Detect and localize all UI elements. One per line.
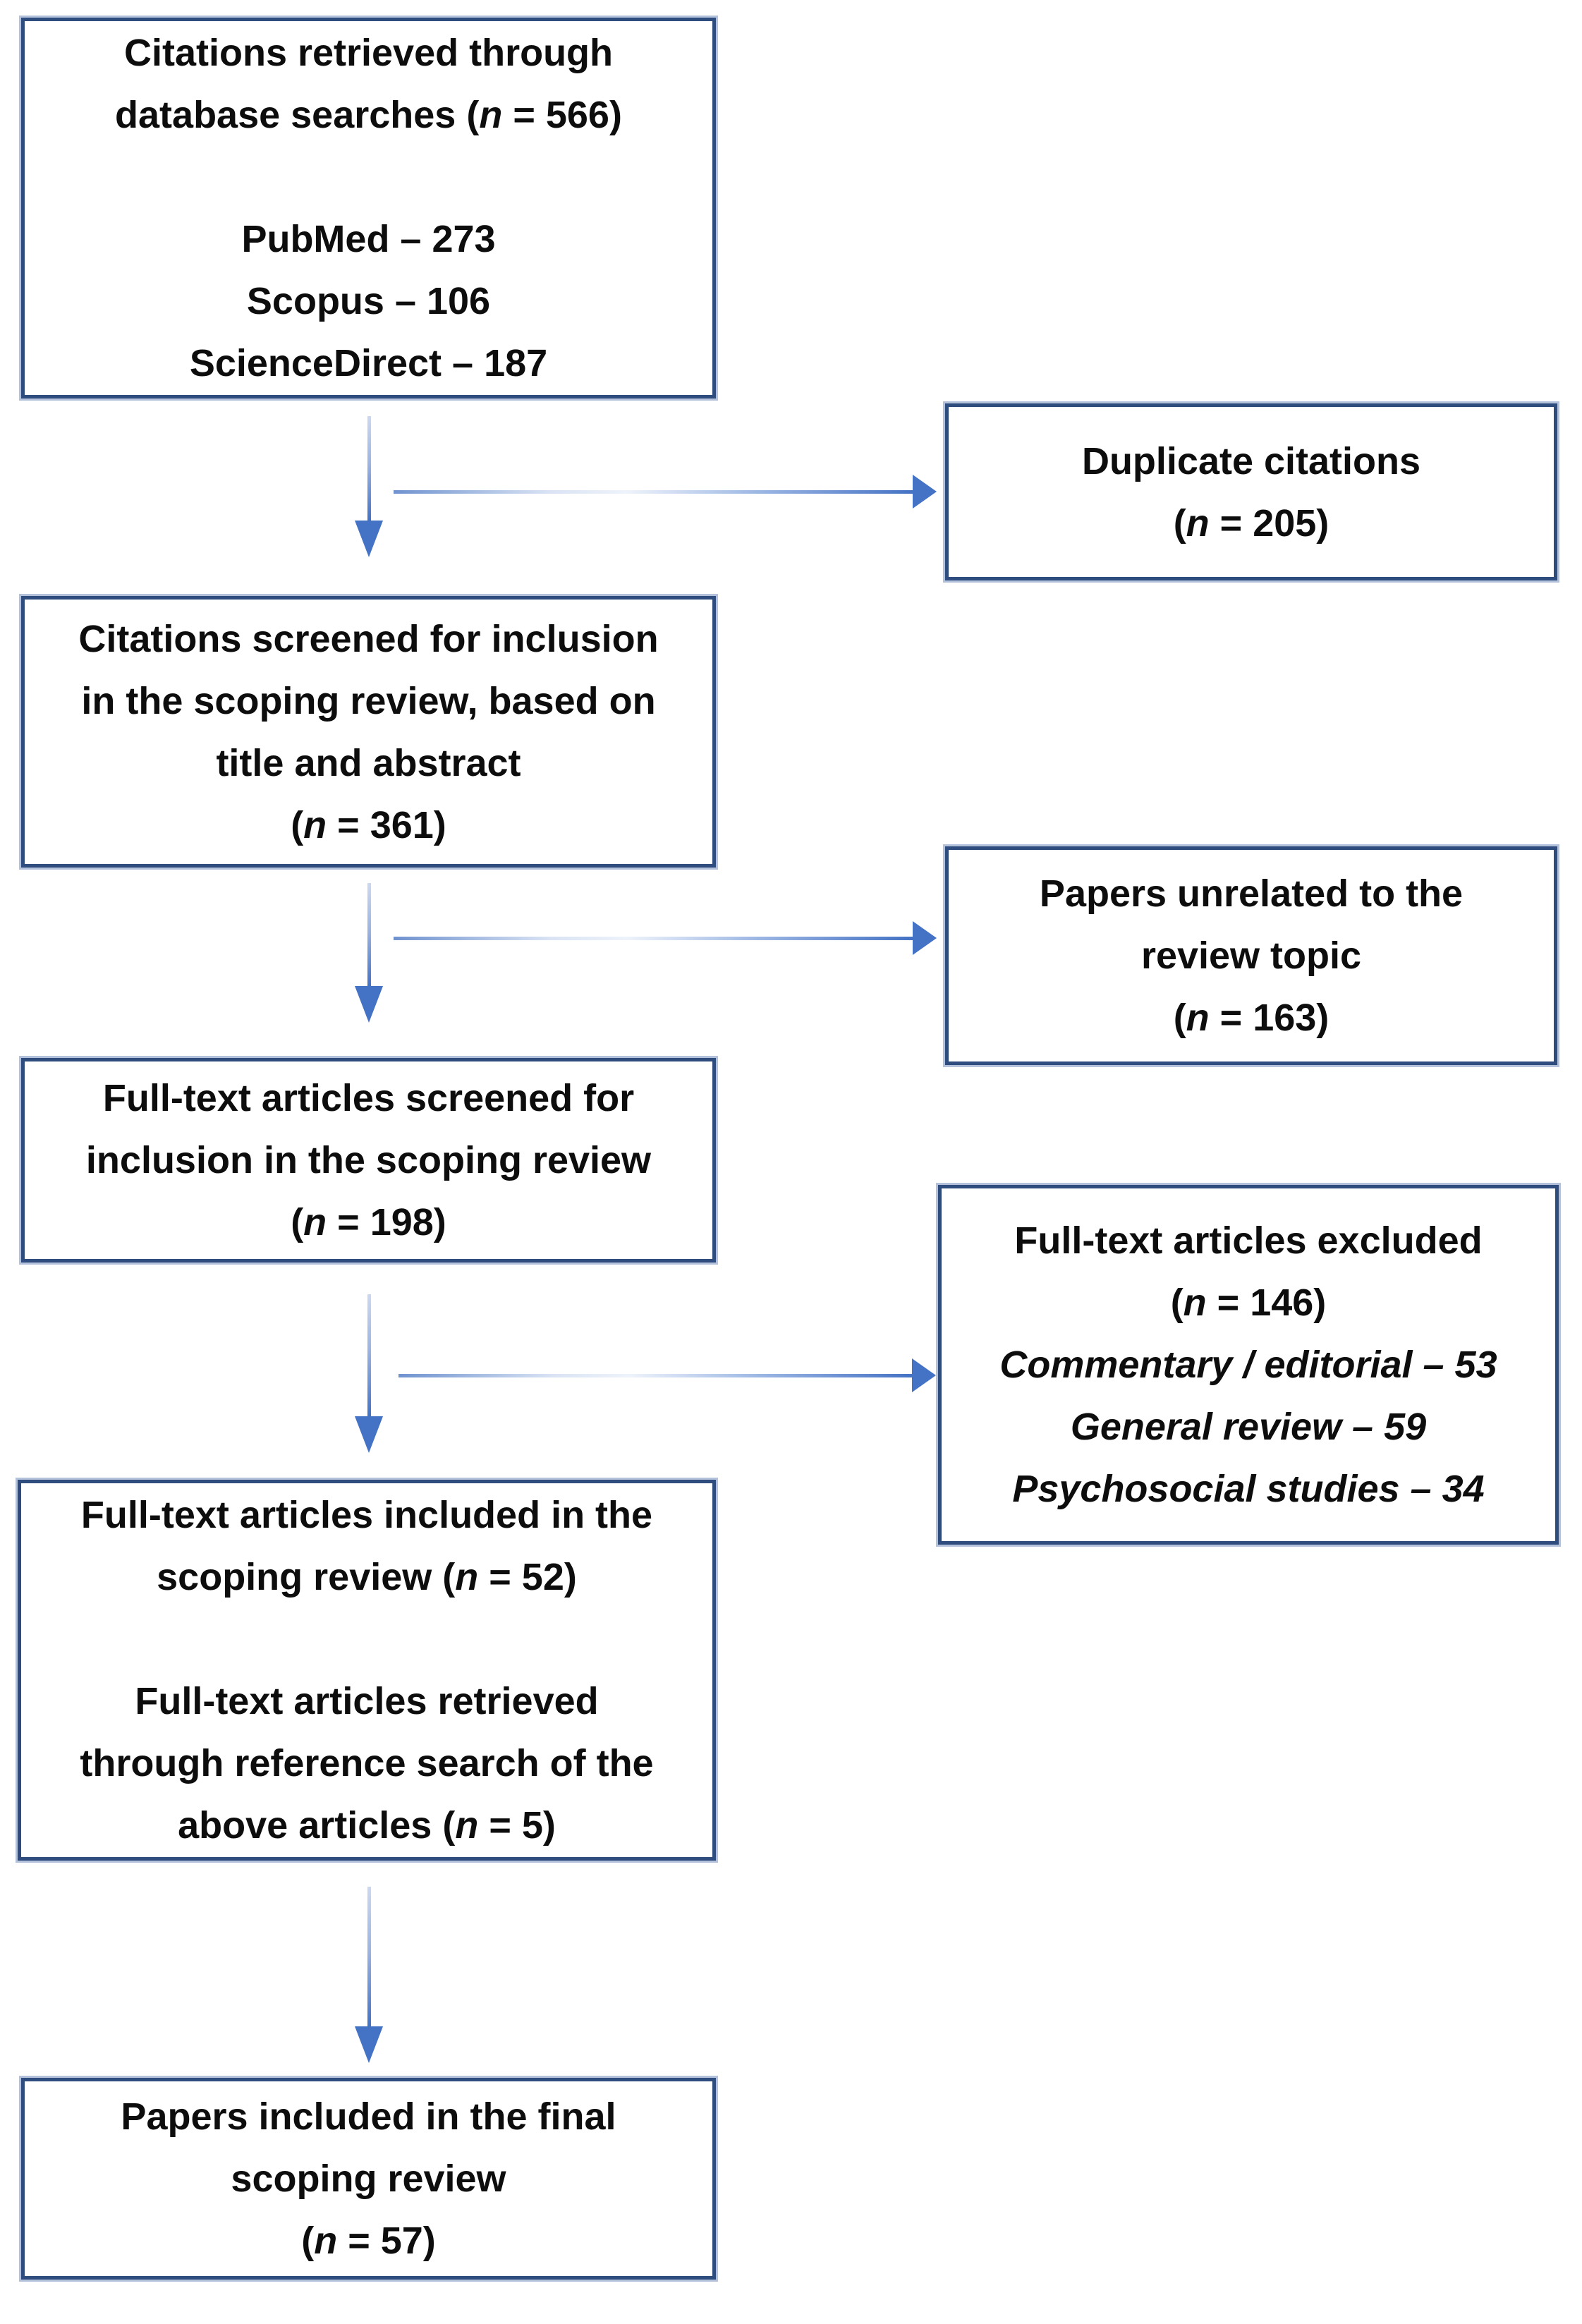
box-text-line: General review – 59 [1070, 1406, 1427, 1448]
box-text-line: in the scoping review, based on [81, 679, 656, 722]
box-text-line: scoping review (n = 52) [157, 1556, 577, 1598]
arrow-down-retrieved-to-screened [355, 416, 383, 557]
arrow-head-down-icon [355, 1416, 383, 1453]
arrow-right-to-excluded [398, 1358, 936, 1392]
box-fulltext-screened: Full-text articles screened for inclusion… [21, 1058, 716, 1263]
box-text-line: title and abstract [216, 741, 521, 784]
arrow-down-screened-to-fulltext [355, 883, 383, 1023]
box-fulltext-included: Full-text articles included in the scopin… [18, 1480, 716, 1861]
box-citations-retrieved: Citations retrieved through database sear… [21, 18, 716, 399]
box-text-line: Citations retrieved through [123, 32, 614, 74]
arrow-head-right-icon [912, 1358, 936, 1392]
box-text-line: review topic [1140, 935, 1362, 977]
box-text-line: scoping review [231, 2158, 506, 2200]
box-text-line: PubMed – 273 [241, 218, 496, 260]
arrow-down-fulltext-to-included [355, 1294, 383, 1453]
box-text-line: (n = 163) [1173, 997, 1330, 1039]
box-duplicate-citations: Duplicate citations (n = 205) [945, 403, 1557, 580]
box-text-line: ScienceDirect – 187 [189, 342, 548, 384]
arrow-shaft [367, 416, 371, 521]
box-text-line: (n = 205) [1173, 501, 1330, 545]
arrow-shaft [367, 883, 371, 986]
arrow-shaft [394, 489, 913, 494]
box-papers-unrelated: Papers unrelated to the review topic (n = … [945, 846, 1557, 1065]
box-text-line: above articles (n = 5) [178, 1804, 556, 1847]
box-text-line [361, 1608, 372, 1670]
box-text-line: (n = 361) [291, 803, 446, 846]
box-fulltext-excluded: Full-text articles excluded (n = 146) Comm… [938, 1185, 1559, 1545]
arrow-shaft [394, 936, 913, 940]
arrow-head-right-icon [913, 921, 937, 955]
box-text-line: Scopus – 106 [246, 280, 491, 322]
arrow-right-to-duplicates [394, 475, 937, 509]
box-text-line: Full-text articles included in the [80, 1494, 653, 1536]
arrow-shaft [367, 1887, 371, 2026]
box-text-line: Full-text articles retrieved [135, 1680, 599, 1722]
arrow-head-down-icon [355, 986, 383, 1023]
box-text-line: through reference search of the [80, 1742, 654, 1784]
arrow-head-down-icon [355, 521, 383, 557]
arrow-head-right-icon [913, 475, 937, 509]
box-text-line: Papers unrelated to the [1039, 872, 1464, 915]
box-text-line: Full-text articles excluded [1014, 1219, 1483, 1262]
arrow-shaft [367, 1294, 371, 1416]
box-text-line: (n = 198) [291, 1201, 446, 1243]
box-text-line: Papers included in the final [121, 2095, 616, 2138]
box-citations-screened: Citations screened for inclusion in the s… [21, 596, 716, 868]
arrow-down-included-to-final [355, 1887, 383, 2063]
box-text-line: Psychosocial studies – 34 [1012, 1468, 1485, 1510]
box-text-line: (n = 57) [301, 2220, 436, 2262]
box-text-line: Duplicate citations [1081, 439, 1421, 482]
box-text-line: Commentary / editorial – 53 [999, 1344, 1497, 1386]
box-text-line: inclusion in the scoping review [85, 1139, 652, 1181]
box-text-line: Citations screened for inclusion [78, 617, 659, 660]
box-text-line [363, 146, 374, 208]
box-text-line: database searches (n = 566) [115, 94, 622, 136]
box-final-papers: Papers included in the final scoping revi… [21, 2078, 716, 2280]
arrow-shaft [398, 1373, 912, 1377]
box-text-line: (n = 146) [1170, 1282, 1327, 1324]
arrow-right-to-unrelated [394, 921, 937, 955]
box-text-line: Full-text articles screened for [102, 1077, 635, 1119]
arrow-head-down-icon [355, 2026, 383, 2063]
